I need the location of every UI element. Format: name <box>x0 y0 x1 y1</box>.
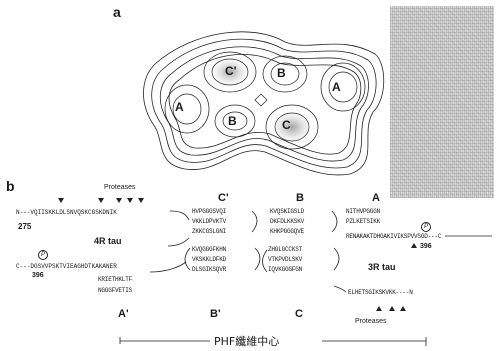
footer-caption: PHF纖維中心 <box>214 333 279 349</box>
